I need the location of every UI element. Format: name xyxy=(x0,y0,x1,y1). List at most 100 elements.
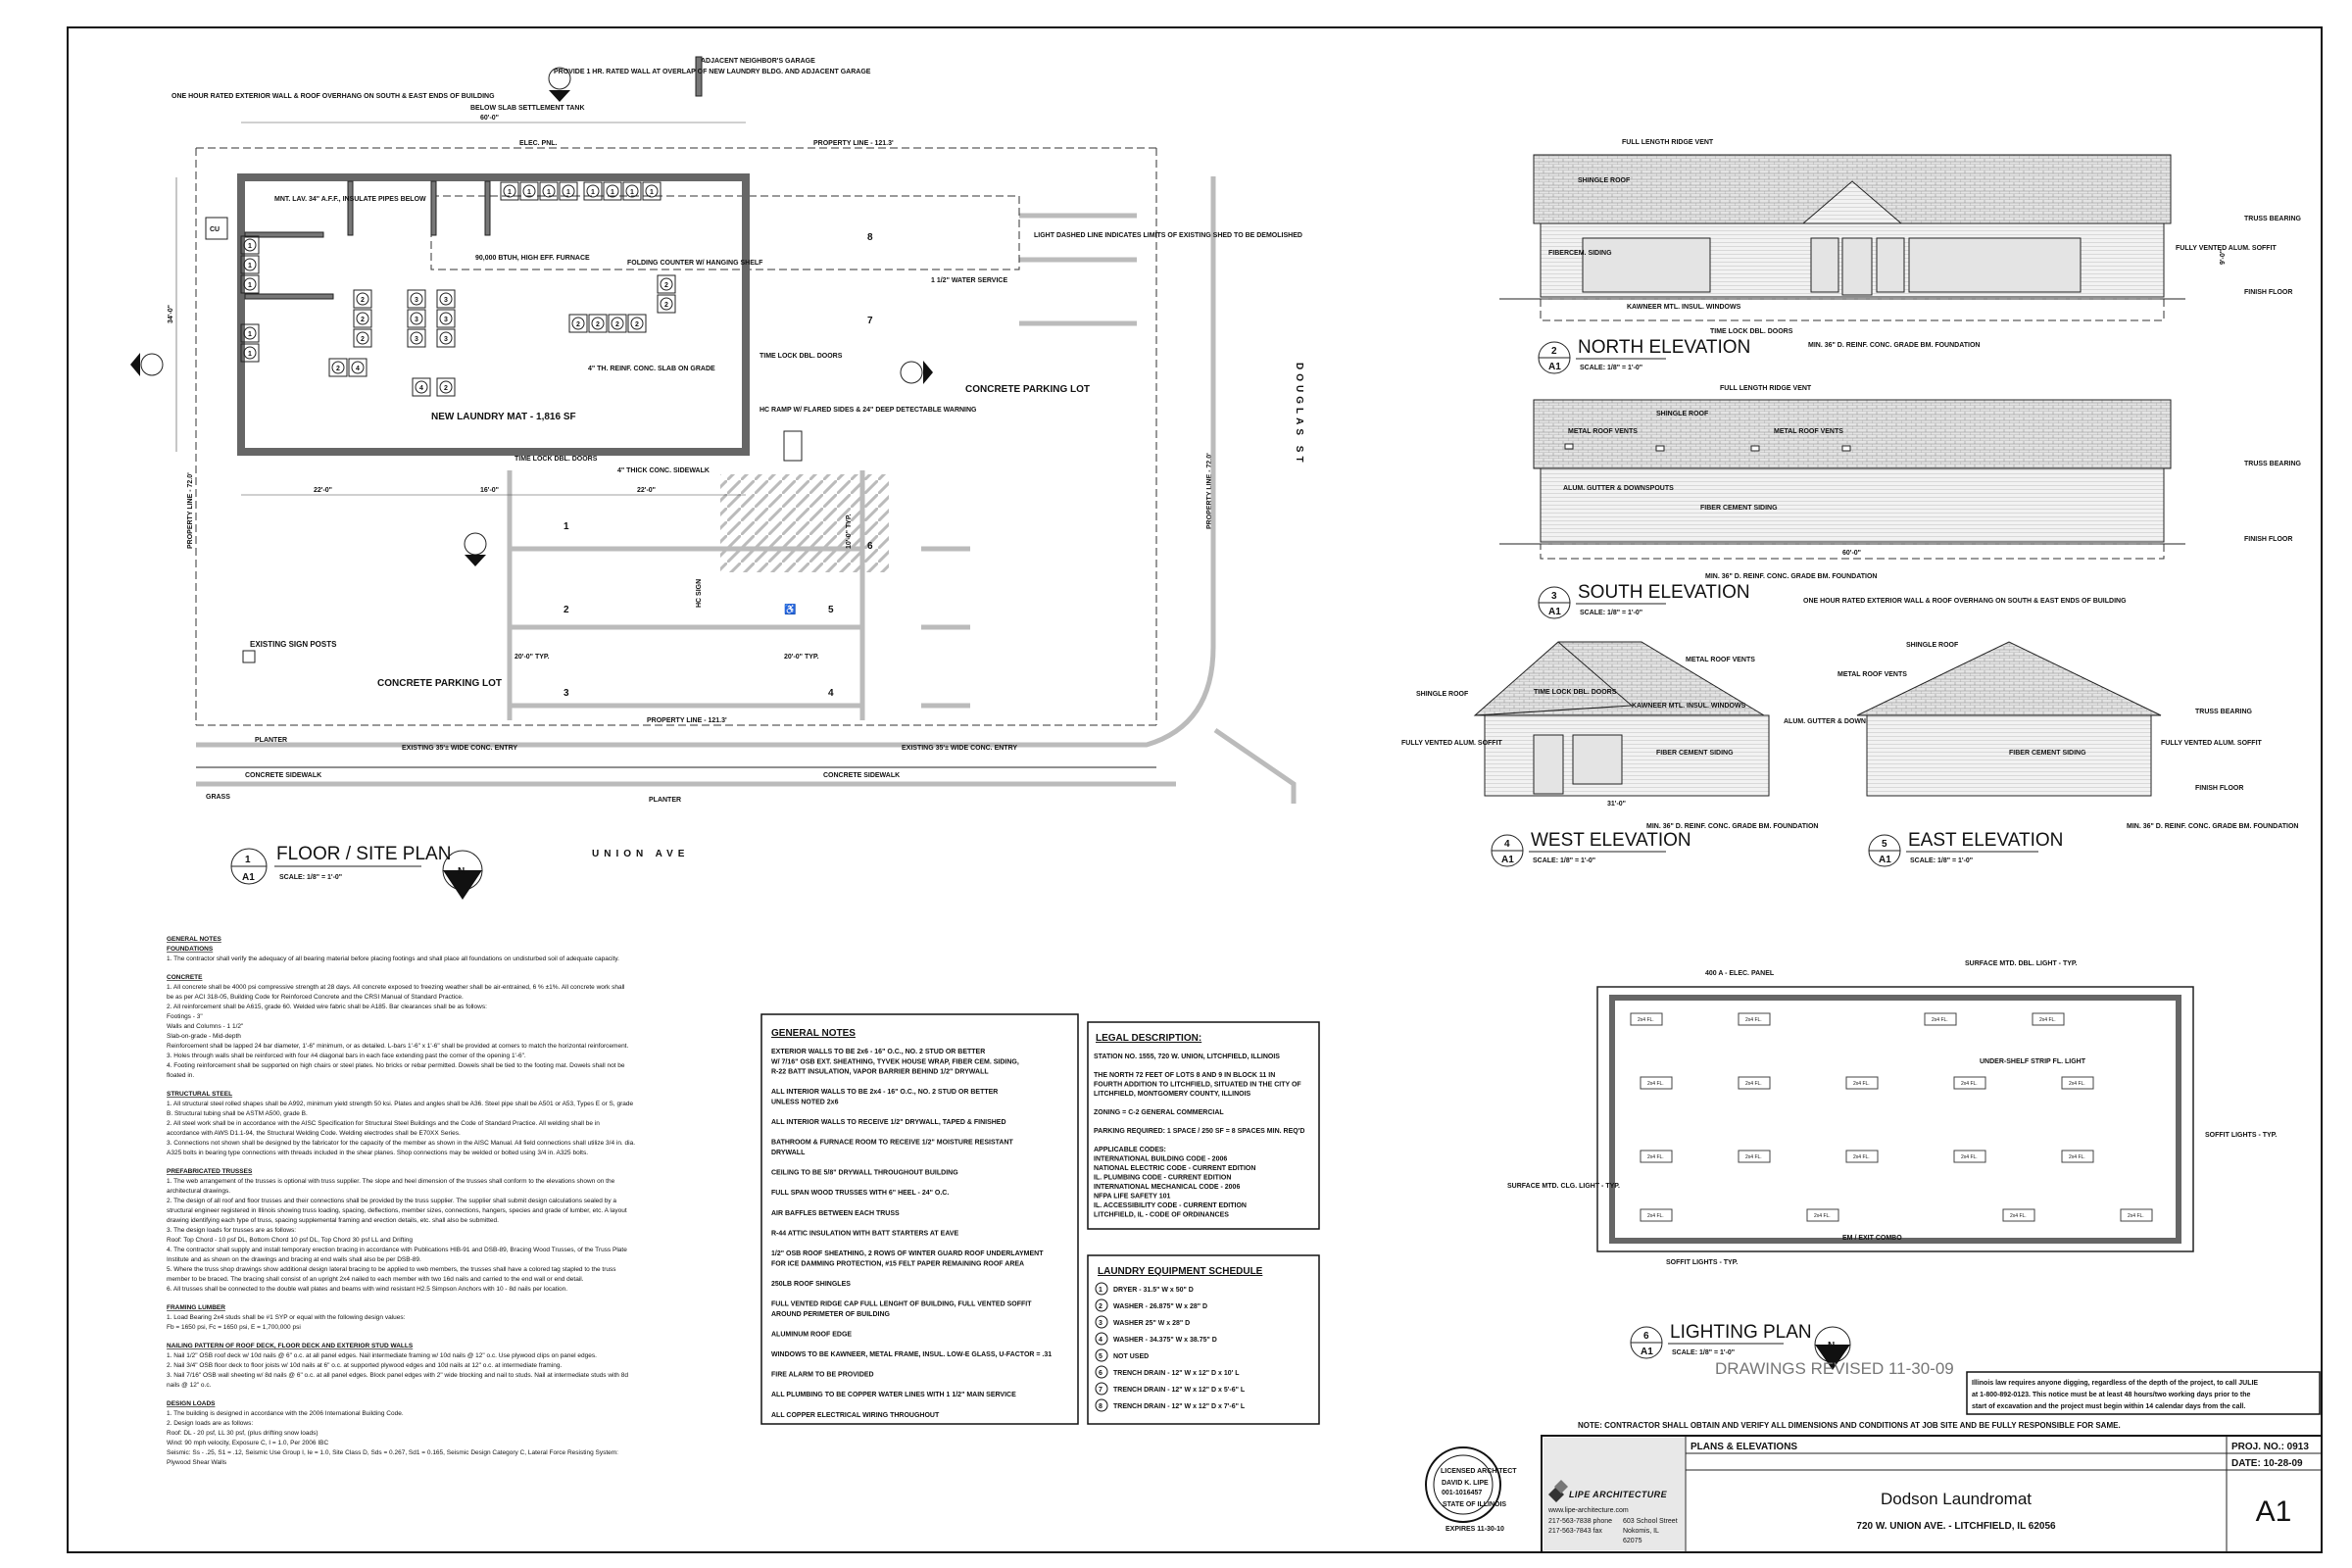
fiber-cement-label: FIBER CEMENT SIDING xyxy=(1700,505,1778,512)
equipment-tag: 1 xyxy=(508,189,512,196)
firm-fax: 217-563-7843 fax xyxy=(1548,1528,1602,1535)
parking-lot-label-2: CONCRETE PARKING LOT xyxy=(377,678,502,689)
fixture-label: 2x4 FL. xyxy=(2069,1081,2085,1087)
equipment-tag-icon xyxy=(410,331,423,345)
planter-label-2: PLANTER xyxy=(255,737,287,744)
svg-text:N: N xyxy=(458,866,465,877)
note-line: 2. Nail 3/4" OSB floor deck to floor joi… xyxy=(167,1362,562,1369)
planter-label: PLANTER xyxy=(649,797,681,804)
note-heading: FOUNDATIONS xyxy=(167,946,214,953)
equipment-tag-icon xyxy=(415,380,428,394)
view-scale: SCALE: 1/8" = 1'-0" xyxy=(1910,858,1973,864)
soffit-label: FULLY VENTED ALUM. SOFFIT xyxy=(1401,740,1503,747)
architect-seal: LICENSED ARCHITECT DAVID K. LIPE 001-101… xyxy=(1425,1446,1517,1533)
stall-dim: 20'-0" TYP. xyxy=(514,654,550,661)
legal-line: THE NORTH 72 FEET OF LOTS 8 AND 9 IN BLO… xyxy=(1094,1072,1275,1079)
ridge-label: FULL LENGTH RIDGE VENT xyxy=(1720,385,1812,392)
shingle-label: SHINGLE ROOF xyxy=(1416,691,1469,698)
truss-label: TRUSS BEARING xyxy=(2244,461,2302,467)
building-label: NEW LAUNDRY MAT - 1,816 SF xyxy=(431,412,576,422)
fluorescent-fixture xyxy=(2061,1150,2094,1163)
dim-a: 22'-0" xyxy=(314,487,332,494)
schedule-number-circle xyxy=(1095,1348,1108,1362)
mnt-lav-note: MNT. LAV. 34" A.F.F., INSULATE PIPES BEL… xyxy=(274,196,426,203)
view-title: EAST ELEVATION xyxy=(1908,830,2063,851)
metal-vents-label-2: METAL ROOF VENTS xyxy=(1774,428,1843,435)
note-line: be as per ACI 318-05, Building Code for … xyxy=(167,994,464,1001)
note-line: Walls and Columns - 1 1/2" xyxy=(167,1023,244,1030)
schedule-item: TRENCH DRAIN - 12" W x 12" D x 10' L xyxy=(1113,1370,1240,1377)
equipment-tag: 1 xyxy=(591,189,595,196)
machine xyxy=(436,328,456,348)
fixture-label: 2x4 FL. xyxy=(1745,1154,1762,1160)
schedule-number: 7 xyxy=(1099,1387,1102,1394)
equipment-tag-icon xyxy=(660,297,673,311)
note-line: 1. The building is designed in accordanc… xyxy=(167,1410,404,1417)
equipment-tag-icon xyxy=(331,361,345,374)
metal-vents-label: METAL ROOF VENTS xyxy=(1568,428,1638,435)
general-note-line: 250LB ROOF SHINGLES xyxy=(771,1281,851,1288)
schedule-item: TRENCH DRAIN - 12" W x 12" D x 5'-6" L xyxy=(1113,1387,1246,1394)
fibercem-label: FIBERCEM. SIDING xyxy=(1548,250,1612,257)
machine xyxy=(568,314,588,333)
roof xyxy=(1533,399,2172,469)
fluorescent-fixture xyxy=(1845,1150,1879,1163)
equipment-tag: 2 xyxy=(361,297,365,304)
equipment-tag: 2 xyxy=(664,302,668,309)
view-title: LIGHTING PLAN xyxy=(1670,1322,1812,1343)
legal-line: NFPA LIFE SAFETY 101 xyxy=(1094,1194,1171,1200)
note-line: 1. Nail 1/2" OSB roof deck w/ 10d nails … xyxy=(167,1352,597,1359)
firm-city: Nokomis, IL xyxy=(1623,1528,1659,1535)
time-lock-note: TIME LOCK DBL. DOORS xyxy=(760,353,843,360)
note-line: A325 bolts in bearing type connections w… xyxy=(167,1150,588,1156)
seal-date: EXPIRES 11-30-10 xyxy=(1446,1526,1504,1533)
soffit-label: SOFFIT LIGHTS - TYP. xyxy=(2205,1132,2277,1139)
schedule-number-circle xyxy=(1095,1298,1108,1312)
note-line: Plywood Shear Walls xyxy=(167,1459,227,1466)
note-heading: GENERAL NOTES xyxy=(167,936,222,943)
fluorescent-fixture xyxy=(1845,1076,1879,1090)
dim-c: 22'-0" xyxy=(637,487,656,494)
equipment-tag: 1 xyxy=(248,331,252,338)
fixture-label: 2x4 FL. xyxy=(1745,1081,1762,1087)
fixture-label: 2x4 FL. xyxy=(2128,1213,2144,1219)
general-note-line: R-22 BATT INSULATION, VAPOR BARRIER BEHI… xyxy=(771,1069,989,1076)
contractor-note: NOTE: CONTRACTOR SHALL OBTAIN AND VERIFY… xyxy=(1578,1421,2121,1430)
machine xyxy=(436,377,456,397)
strip-label: SURFACE MTD. DBL. LIGHT - TYP. xyxy=(1965,960,2078,967)
ridge-label: FULL LENGTH RIDGE VENT xyxy=(1622,139,1714,146)
view-sheet: A1 xyxy=(1879,855,1891,865)
machine xyxy=(240,343,260,363)
schedule-item: DRYER - 31.5" W x 50" D xyxy=(1113,1287,1194,1294)
time-lock-note-2: TIME LOCK DBL. DOORS xyxy=(514,456,598,463)
general-note-line: W/ 7/16" OSB EXT. SHEATHING, TYVEK HOUSE… xyxy=(771,1058,1019,1065)
schedule-number-circle xyxy=(1095,1332,1108,1346)
condenser-unit xyxy=(205,217,228,240)
slab-note: 4" TH. REINF. CONC. SLAB ON GRADE xyxy=(588,366,715,372)
machine xyxy=(603,181,622,201)
legal-line: IL. PLUMBING CODE - CURRENT EDITION xyxy=(1094,1175,1231,1182)
fluorescent-fixture xyxy=(1630,1012,1663,1026)
general-note-line: ALL PLUMBING TO BE COPPER WATER LINES WI… xyxy=(771,1392,1016,1398)
notice-line: at 1-800-892-0123. This notice must be a… xyxy=(1972,1392,2250,1398)
general-notes-heading: GENERAL NOTES xyxy=(771,1028,856,1039)
fluorescent-fixture xyxy=(2120,1208,2153,1222)
space-7: 7 xyxy=(867,316,873,326)
general-note-line: ALL INTERIOR WALLS TO RECEIVE 1/2" DRYWA… xyxy=(771,1119,1006,1126)
equipment-tag-icon xyxy=(243,258,257,271)
section-marker-5 xyxy=(900,361,933,384)
legal-heading: LEGAL DESCRIPTION: xyxy=(1096,1033,1201,1044)
machine xyxy=(353,309,372,328)
space-6: 6 xyxy=(867,541,873,552)
note-heading: STRUCTURAL STEEL xyxy=(167,1091,232,1098)
neighbor-garage-wall xyxy=(695,56,703,97)
fixture-label: 2x4 FL. xyxy=(1814,1213,1831,1219)
space-2: 2 xyxy=(564,605,569,615)
equipment-tag-icon xyxy=(439,331,453,345)
equipment-tag: 1 xyxy=(630,189,634,196)
soffit-label: FULLY VENTED ALUM. SOFFIT xyxy=(2176,245,2278,252)
notice-line: Illinois law requires anyone digging, re… xyxy=(1972,1380,2258,1387)
title-block: LIPE ARCHITECTURE www.lipe-architecture.… xyxy=(1541,1435,2323,1553)
firm-street: 603 School Street xyxy=(1623,1518,1678,1525)
equipment-tag: 4 xyxy=(419,385,423,392)
